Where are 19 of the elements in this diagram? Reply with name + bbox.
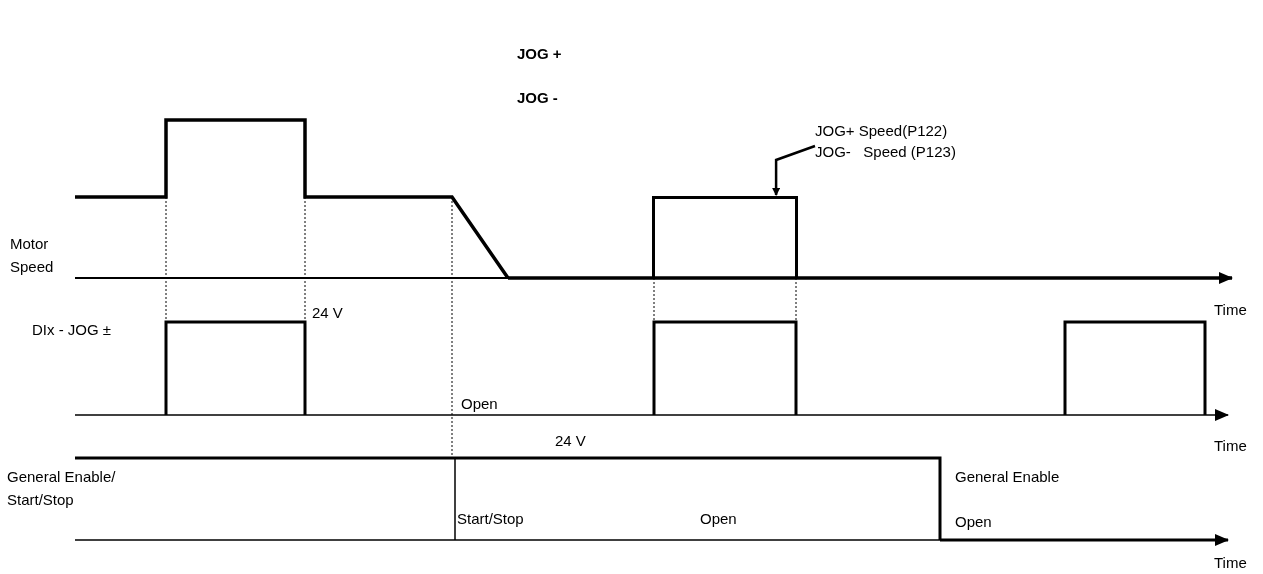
signal-label: Start/Stop — [457, 509, 524, 529]
signal-label: Open — [700, 509, 737, 529]
signal-label: Motor Speed — [10, 234, 55, 277]
annotation-text: JOG- Speed (P123) — [815, 142, 956, 162]
signal-label: 24 V — [312, 303, 343, 323]
speed-pulse — [652, 196, 798, 278]
signal-label: Time — [1214, 436, 1247, 456]
heading-label: JOG + — [517, 44, 562, 64]
annotation-text: JOG+ Speed(P122) — [815, 121, 949, 141]
signal-label: Time — [1214, 553, 1247, 573]
signal-label: 24 V — [555, 431, 586, 451]
leader-line — [772, 144, 816, 196]
signal-label: Open — [461, 394, 498, 414]
signal-label: Open — [955, 512, 992, 532]
signal-label: Time — [1214, 300, 1247, 320]
signal-label: DIx - JOG ± — [32, 320, 112, 340]
heading-label: JOG - — [517, 88, 558, 108]
signal-label: General Enable — [955, 467, 1060, 487]
signal-label: General Enable/ Start/Stop — [7, 467, 117, 510]
